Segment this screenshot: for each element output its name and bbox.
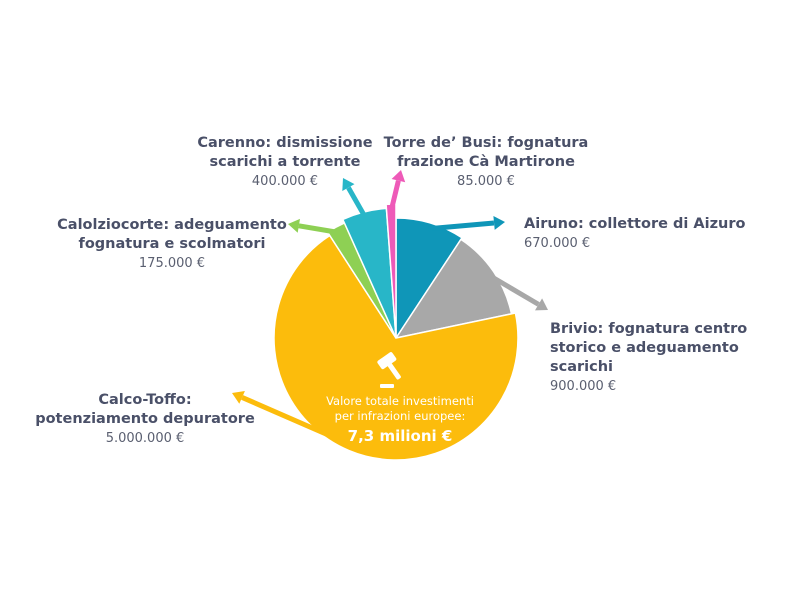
arrow-head-3: [232, 391, 245, 404]
pie-slice-3: [273, 234, 519, 461]
leader-arrow-1: [428, 220, 495, 232]
slice-label-line: Brivio: fognatura centro: [550, 321, 747, 337]
slice-label-line: storico e adeguamento: [550, 340, 739, 356]
slice-value: 85.000 €: [457, 174, 515, 189]
gavel-icon: [377, 352, 401, 388]
slice-label-line: Airuno: collettore di Aizuro: [524, 216, 745, 232]
slice-value: 5.000.000 €: [106, 431, 185, 446]
slice-value: 400.000 €: [252, 174, 318, 189]
slice-label-line: scarichi a torrente: [209, 154, 360, 170]
arrow-head-1: [493, 216, 505, 230]
slice-label-6: Torre de’ Busi: fognatura frazione Cà Mar…: [384, 135, 589, 189]
slice-label-line: Torre de’ Busi: fognatura: [384, 135, 589, 151]
center-total: 7,3 milioni €: [348, 427, 453, 445]
leader-arrow-3: [241, 395, 353, 448]
leader-arrow-6: [388, 180, 401, 211]
slice-label-line: fognatura e scolmatori: [79, 236, 266, 252]
slice-label-3: Calco-Toffo: potenziamento depuratore 5.00…: [35, 392, 255, 446]
center-caption-line: Valore totale investimenti: [326, 394, 474, 408]
arrow-head-5: [342, 178, 355, 191]
slice-label-line: frazione Cà Martirone: [397, 154, 575, 170]
arrow-head-6: [391, 170, 406, 183]
pie-slice-2: [394, 238, 513, 340]
center-caption-line: per infrazioni europee:: [335, 409, 466, 423]
slice-label-line: Carenno: dismissione: [197, 135, 372, 151]
slice-label-1: Airuno: collettore di Aizuro 670.000 €: [524, 216, 745, 251]
slice-label-line: Calolziocorte: adeguamento: [57, 217, 287, 233]
arrow-head-4: [288, 218, 300, 233]
slice-label-5: Carenno: dismissione scarichi a torrente 4…: [197, 135, 372, 189]
slice-value: 175.000 €: [139, 256, 205, 271]
leader-arrow-2: [487, 272, 540, 307]
slice-label-4: Calolziocorte: adeguamento fognatura e sc…: [57, 217, 287, 271]
slice-label-2: Brivio: fognatura centro storico e adegua…: [550, 321, 747, 394]
leader-arrow-4: [298, 223, 340, 235]
slice-value: 670.000 €: [524, 236, 590, 251]
arrow-head-2: [535, 298, 548, 311]
slice-label-line: potenziamento depuratore: [35, 411, 255, 427]
slice-label-line: Calco-Toffo:: [98, 392, 191, 408]
slice-value: 900.000 €: [550, 379, 616, 394]
leader-arrow-5: [346, 186, 368, 220]
slice-label-line: scarichi: [550, 359, 613, 375]
